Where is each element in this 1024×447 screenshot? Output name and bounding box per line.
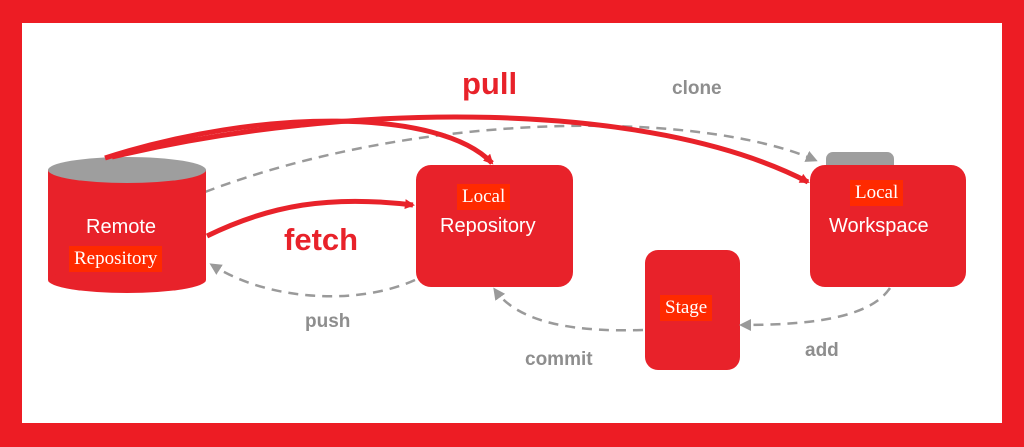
local-workspace-node: [810, 152, 966, 287]
commit-label: commit: [525, 349, 593, 370]
clone-label: clone: [672, 78, 722, 99]
pull-label: pull: [462, 66, 518, 101]
local-repository-node: [416, 165, 573, 287]
local-repository-label: Repository: [440, 215, 536, 237]
pull-arrow-to-workspace: [111, 114, 810, 185]
local-repository-tag: Local: [457, 184, 511, 210]
local-workspace-label: Workspace: [829, 215, 929, 237]
stage-tag: Stage: [660, 295, 713, 321]
commit-arrow: [493, 287, 644, 332]
push-label: push: [305, 311, 351, 332]
remote-node-label: Remote: [86, 216, 157, 238]
add-arrow: [739, 287, 892, 331]
push-arrow: [209, 263, 416, 298]
fetch-label: fetch: [284, 222, 359, 257]
remote-node-tag: Repository: [69, 246, 163, 272]
fetch-arrow: [205, 198, 415, 239]
add-label: add: [805, 340, 839, 361]
local-workspace-tag: Local: [850, 180, 904, 206]
